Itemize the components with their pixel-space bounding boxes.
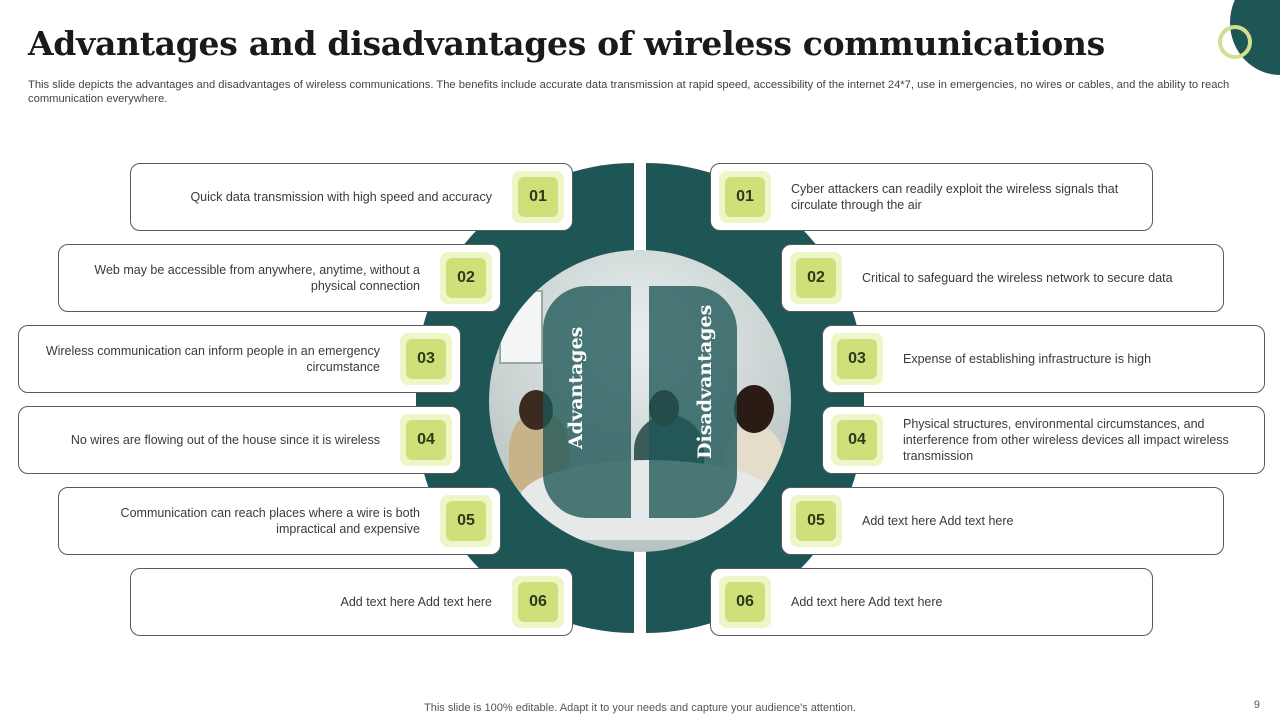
ring-decoration	[1218, 25, 1252, 59]
advantage-item-2: Web may be accessible from anywhere, any…	[58, 244, 501, 312]
disadvantage-text: Cyber attackers can readily exploit the …	[791, 182, 1119, 212]
number-badge: 05	[790, 495, 842, 547]
slide-title: Advantages and disadvantages of wireless…	[28, 24, 1105, 63]
number-badge: 02	[440, 252, 492, 304]
disadvantage-item-6: 06 Add text here Add text here	[710, 568, 1153, 636]
meeting-photo	[489, 250, 791, 552]
badge-number: 05	[796, 501, 836, 541]
advantage-item-6: Add text here Add text here 06	[130, 568, 573, 636]
badge-number: 02	[446, 258, 486, 298]
number-badge: 03	[400, 333, 452, 385]
badge-number: 06	[518, 582, 558, 622]
advantage-item-1: Quick data transmission with high speed …	[130, 163, 573, 231]
disadvantage-item-1: 01 Cyber attackers can readily exploit t…	[710, 163, 1153, 231]
disadvantages-overlay	[649, 286, 737, 518]
advantage-text: Quick data transmission with high speed …	[190, 190, 492, 204]
number-badge: 04	[400, 414, 452, 466]
badge-number: 03	[406, 339, 446, 379]
advantages-label: Advantages	[565, 326, 587, 449]
disadvantage-item-3: 03 Expense of establishing infrastructur…	[822, 325, 1265, 393]
disadvantage-text: Critical to safeguard the wireless netwo…	[862, 271, 1173, 285]
disadvantage-text: Physical structures, environmental circu…	[903, 417, 1229, 463]
disadvantage-text: Expense of establishing infrastructure i…	[903, 352, 1152, 366]
badge-number: 01	[518, 177, 558, 217]
badge-number: 01	[725, 177, 765, 217]
badge-number: 04	[406, 420, 446, 460]
advantage-text: No wires are flowing out of the house si…	[70, 433, 380, 447]
badge-number: 06	[725, 582, 765, 622]
badge-number: 03	[837, 339, 877, 379]
number-badge: 01	[512, 171, 564, 223]
badge-number: 05	[446, 501, 486, 541]
advantage-text: Web may be accessible from anywhere, any…	[94, 263, 420, 293]
disadvantage-item-4: 04 Physical structures, environmental ci…	[822, 406, 1265, 474]
advantage-text: Wireless communication can inform people…	[45, 344, 380, 374]
number-badge: 06	[512, 576, 564, 628]
number-badge: 04	[831, 414, 883, 466]
badge-number: 02	[796, 258, 836, 298]
badge-number: 04	[837, 420, 877, 460]
wall-screen	[499, 290, 543, 364]
disadvantage-text: Add text here Add text here	[791, 595, 943, 609]
advantage-text: Add text here Add text here	[340, 595, 493, 609]
disadvantage-item-5: 05 Add text here Add text here	[781, 487, 1224, 555]
advantage-item-5: Communication can reach places where a w…	[58, 487, 501, 555]
footer-note: This slide is 100% editable. Adapt it to…	[424, 702, 856, 714]
slide-description: This slide depicts the advantages and di…	[28, 79, 1230, 105]
number-badge: 03	[831, 333, 883, 385]
number-badge: 02	[790, 252, 842, 304]
number-badge: 06	[719, 576, 771, 628]
disadvantage-text: Add text here Add text here	[862, 514, 1014, 528]
number-badge: 05	[440, 495, 492, 547]
number-badge: 01	[719, 171, 771, 223]
advantage-item-3: Wireless communication can inform people…	[18, 325, 461, 393]
advantage-text: Communication can reach places where a w…	[120, 506, 420, 536]
advantages-overlay	[543, 286, 631, 518]
disadvantages-label: Disadvantages	[694, 304, 716, 459]
disadvantage-item-2: 02 Critical to safeguard the wireless ne…	[781, 244, 1224, 312]
advantage-item-4: No wires are flowing out of the house si…	[18, 406, 461, 474]
page-number: 9	[1253, 699, 1260, 711]
person-head	[734, 385, 774, 433]
